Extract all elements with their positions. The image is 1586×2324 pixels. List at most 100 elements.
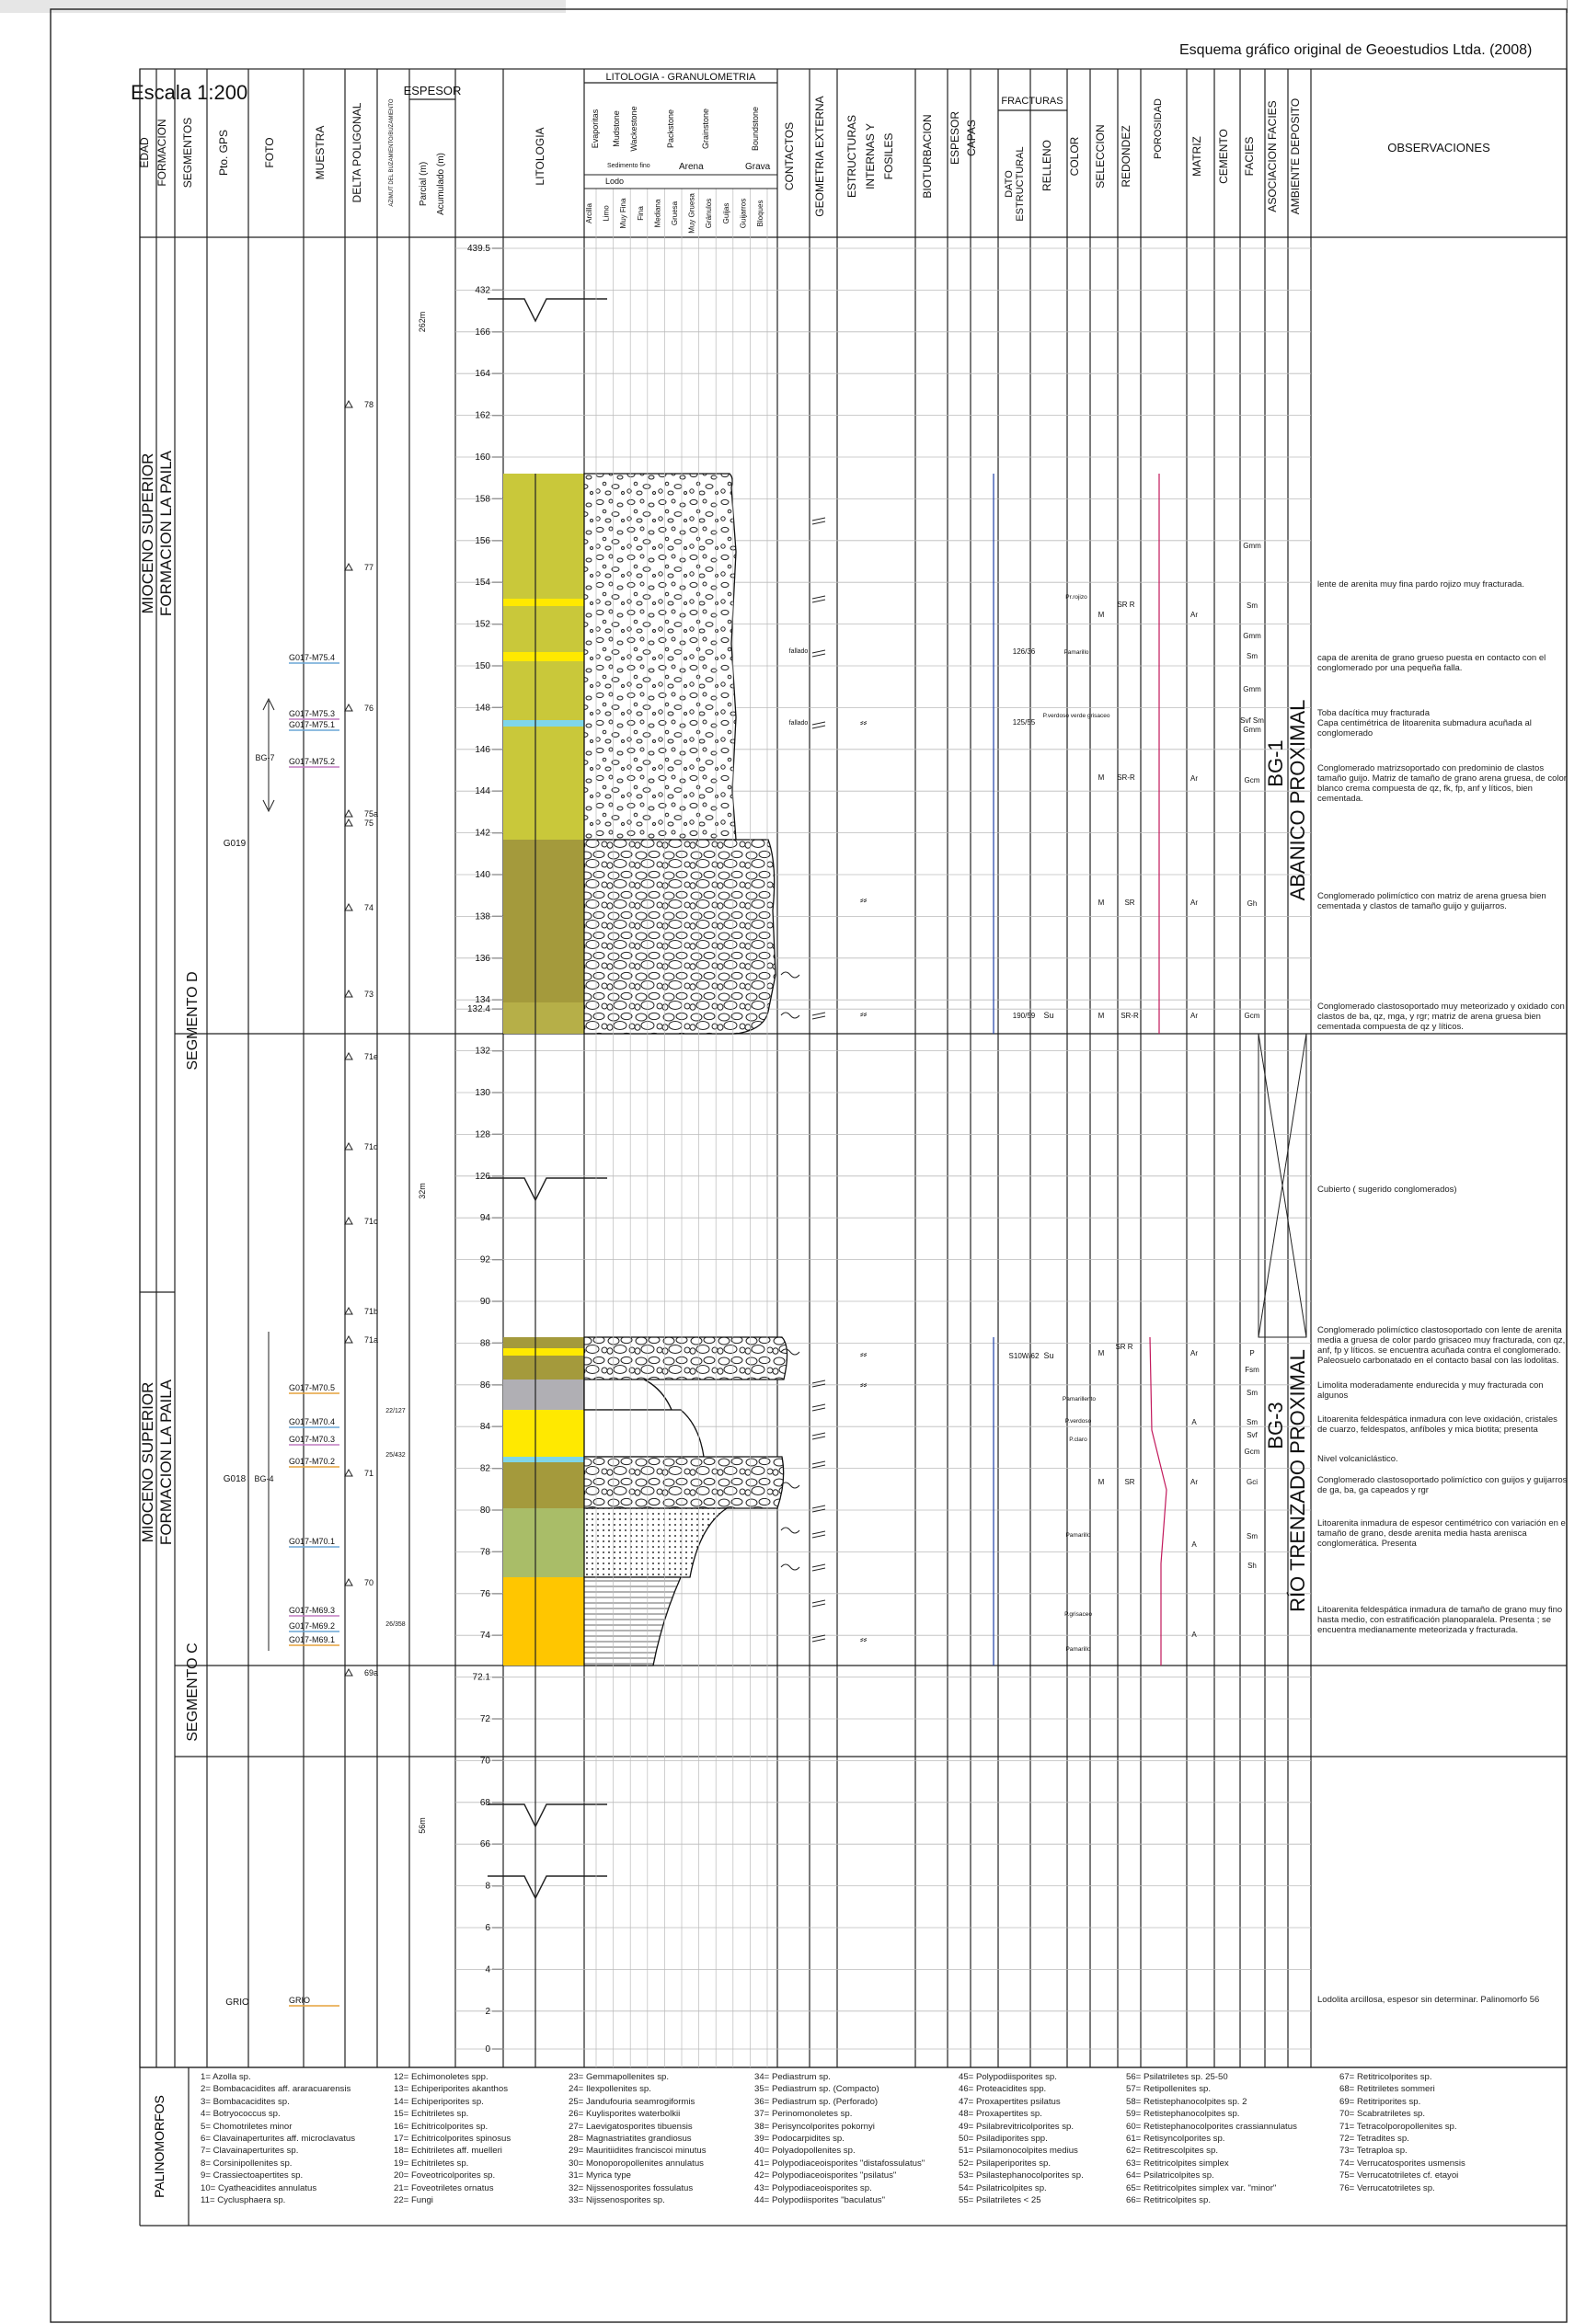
header-gps: Pto. GPS <box>217 130 230 176</box>
delta-poligonal-label: 70 <box>364 1578 374 1587</box>
roundness-value: SR R <box>1117 601 1134 609</box>
observation-note: Cubierto ( sugerido conglomerados) <box>1317 1185 1457 1195</box>
depth-tick-label: 86 <box>480 1380 491 1391</box>
palinomorfo-entry: 75= Verrucatotriletes cf. etayoi <box>1339 2170 1459 2181</box>
observation-note: Conglomerado polimíctico clastosoportado… <box>1317 1325 1566 1366</box>
fracture-data: 190/59 <box>1013 1012 1036 1020</box>
palinomorfo-entry: 71= Tetracolporopollenites sp. <box>1339 2121 1457 2132</box>
delta-poligonal-label: 77 <box>364 563 374 572</box>
depth-tick-label: 156 <box>475 536 490 546</box>
delta-poligonal-label: 75a <box>364 809 378 819</box>
facies-association: BG-3 <box>1264 1402 1287 1448</box>
palinomorfo-entry: 43= Polypodiaceoisporites sp. <box>754 2182 872 2193</box>
depth-tick-label: 166 <box>475 327 490 338</box>
header-asociacion: ASOCIACION FACIES <box>1266 100 1279 212</box>
header-segmentos: SEGMENTOS <box>181 118 194 188</box>
sample-label: G017-M70.3 <box>289 1435 335 1444</box>
palinomorfo-entry: 16= Echitricolporites sp. <box>394 2121 488 2132</box>
selection-value: M <box>1098 1478 1105 1486</box>
photo-label: BG-7 <box>255 753 274 762</box>
palinomorfo-entry: 20= Foveotricolporites sp. <box>394 2170 496 2181</box>
palinomorfo-entry: 37= Perinomonoletes sp. <box>754 2109 853 2120</box>
delta-poligonal-label: 71 <box>364 1469 374 1478</box>
delta-poligonal-label: 71b <box>364 1307 378 1316</box>
facies-code: Sm <box>1247 1389 1258 1397</box>
palinomorfo-entry: 69= Retitriporites sp. <box>1339 2096 1421 2107</box>
structure-symbol: ⸗⸗ <box>860 1009 868 1020</box>
delta-poligonal-label: 74 <box>364 903 374 912</box>
facies-code: Gcm <box>1245 1448 1260 1456</box>
header-color: COLOR <box>1068 136 1081 176</box>
fill-type: Su <box>1043 1351 1053 1360</box>
color-description: Pamarillo <box>1065 1646 1090 1653</box>
formacion-la-paila-bottom: FORMACION LA PAILA <box>157 1379 175 1545</box>
fracture-data: 126/36 <box>1013 647 1036 656</box>
depth-tick-label: 78 <box>480 1547 491 1557</box>
palinomorfos-column: 45= Polypodiisporites sp.46= Proteacidit… <box>959 2071 1084 2206</box>
delta-poligonal-label: 69a <box>364 1668 378 1677</box>
depth-tick-label: 126 <box>475 1172 490 1182</box>
palinomorfo-entry: 3= Bombacacidites sp. <box>201 2096 290 2107</box>
palinomorfos-label: PALINOMORFOS <box>152 2095 167 2198</box>
palinomorfo-entry: 11= Cyclusphaera sp. <box>201 2195 286 2206</box>
depth-tick-label: 72.1 <box>473 1673 491 1683</box>
delta-poligonal-label: 78 <box>364 400 374 409</box>
azimuth-value: 25/432 <box>385 1452 406 1459</box>
granulometry-size-label: Gruesa <box>671 200 679 225</box>
granulometry-size-label: Gránulos <box>705 199 713 228</box>
palinomorfo-entry: 25= Jandufouria seamrogiformis <box>569 2096 695 2107</box>
facies-code: Svf Sm <box>1240 716 1264 725</box>
depth-tick-label: 66 <box>480 1839 491 1849</box>
palinomorfo-entry: 52= Psilaperiporites sp. <box>959 2158 1051 2169</box>
segmento-d: SEGMENTO D <box>185 971 201 1070</box>
facies-code: Sh <box>1247 1562 1257 1570</box>
scan-margin-right <box>1567 0 1586 13</box>
sample-label: G017-M75.2 <box>289 757 335 766</box>
selection-value: M <box>1098 899 1105 907</box>
depth-tick-label: 82 <box>480 1464 491 1474</box>
fracture-data: S10W/62 <box>1009 1352 1040 1360</box>
palinomorfo-entry: 62= Retitrescolpites sp. <box>1126 2146 1218 2157</box>
depth-tick-label: 130 <box>475 1088 490 1098</box>
facies-code: Sm <box>1247 601 1258 610</box>
roundness-value: SR <box>1124 899 1134 907</box>
palinomorfo-entry: 76= Verrucatotriletes sp. <box>1339 2182 1435 2193</box>
palinomorfo-entry: 59= Retistephanocolpites sp. <box>1126 2109 1240 2120</box>
palinomorfo-entry: 56= Psilatriletes sp. 25-50 <box>1126 2072 1228 2082</box>
matrix-value: Ar <box>1190 611 1198 619</box>
selection-value: M <box>1098 1349 1105 1357</box>
granulometry-arena: Arena <box>679 162 704 172</box>
header-delta: DELTA POLIGONAL <box>351 102 363 202</box>
depth-tick-label: 432 <box>475 285 490 295</box>
observation-note: Toba dacítica muy fracturada <box>1317 708 1430 718</box>
palinomorfo-entry: 33= Nijssenosporites sp. <box>569 2195 665 2206</box>
granulometry-size-label: Muy Gruesa <box>688 193 696 234</box>
depth-tick-label: 439.5 <box>467 244 490 254</box>
sample-label: G017-M75.3 <box>289 709 335 718</box>
header-fracturas: FRACTURAS <box>1001 96 1063 107</box>
palinomorfo-entry: 41= Polypodiaceoisporites "distafossulat… <box>754 2158 925 2169</box>
depth-tick-label: 142 <box>475 829 490 839</box>
palinomorfo-entry: 30= Monoporopollenites annulatus <box>569 2158 704 2169</box>
depth-tick-label: 74 <box>480 1631 491 1641</box>
structure-symbol: ⸗⸗ <box>860 895 868 906</box>
facies-code: Gmm <box>1243 632 1261 640</box>
header-estructuras-2: INTERNAS Y <box>864 123 877 189</box>
palinomorfo-entry: 39= Podocarpidites sp. <box>754 2134 845 2145</box>
header-matriz: MATRIZ <box>1190 136 1203 177</box>
depth-tick-label: 138 <box>475 911 490 922</box>
edad-mioceno-bottom: MIOCENO SUPERIOR <box>139 1382 156 1543</box>
selection-value: M <box>1098 1012 1105 1020</box>
palinomorfo-entry: 8= Corsinipollenites sp. <box>201 2158 293 2169</box>
depositional-environment: ABANICO PROXIMAL <box>1286 700 1309 901</box>
header-espesor-capas-1: ESPESOR <box>948 111 961 165</box>
palinomorfo-entry: 64= Psilatricolpites sp. <box>1126 2170 1214 2181</box>
palinomorfo-entry: 19= Echitriletes sp. <box>394 2158 469 2169</box>
partial-thickness: 262m <box>418 312 427 333</box>
palinomorfo-entry: 23= Gemmapollenites sp. <box>569 2072 670 2082</box>
matrix-value: A <box>1191 1418 1197 1426</box>
header-geometria: GEOMETRIA EXTERNA <box>813 96 826 216</box>
granulometry-top-label: Wackestone <box>629 106 638 151</box>
color-description: P.verdoso verde grisaceo <box>1043 713 1110 719</box>
granulometry-size-label: Bloques <box>756 200 764 227</box>
